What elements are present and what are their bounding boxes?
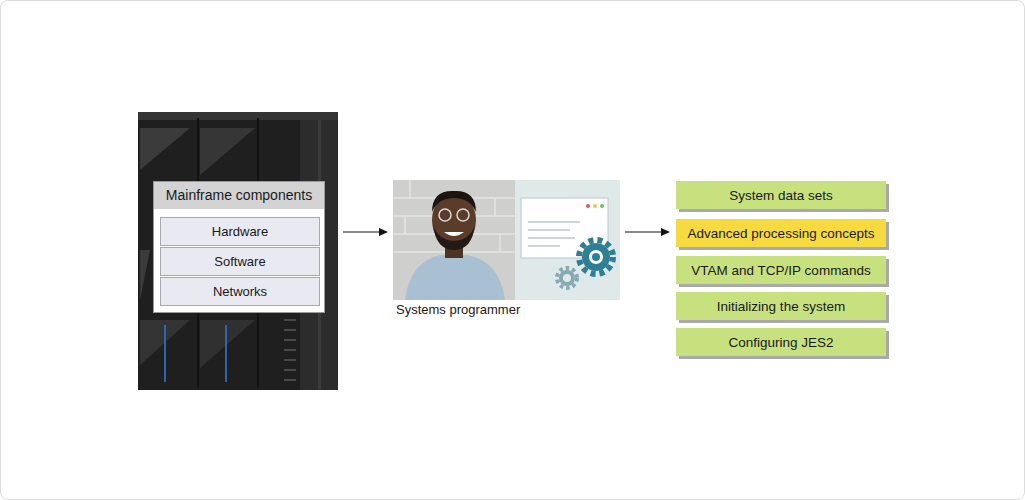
topic-box: System data sets: [676, 181, 886, 209]
arrow-head: [379, 228, 388, 236]
window-dot: [593, 204, 597, 208]
box-label: Hardware: [212, 224, 268, 239]
window-dot: [600, 204, 604, 208]
window-line: [528, 245, 560, 247]
shirt: [405, 255, 505, 300]
window-line: [528, 221, 580, 223]
brick-line: [499, 234, 501, 252]
smile: [444, 232, 464, 236]
cabinet-top: [138, 112, 338, 120]
arrow-head: [661, 228, 670, 236]
topic-box: VTAM and TCP/IP commands: [676, 256, 886, 284]
door-facet: [140, 250, 150, 300]
arrow-line: [625, 231, 662, 232]
window-dot: [586, 204, 590, 208]
topic-box: Initializing the system: [676, 292, 886, 320]
icon-background: [515, 180, 620, 300]
status-led: [164, 325, 166, 382]
box-label: Software: [214, 254, 265, 269]
topic-box: Configuring JES2: [676, 328, 886, 356]
role-caption: Systems programmer: [396, 302, 520, 317]
beard: [433, 225, 475, 250]
mainframe-cabinet: [138, 112, 338, 390]
window-line: [528, 229, 570, 231]
arrow-line: [343, 231, 380, 232]
box-label: Initializing the system: [717, 299, 845, 314]
box-label: Networks: [213, 284, 267, 299]
config-icon: [515, 180, 620, 300]
brick-lines: [393, 180, 515, 252]
logo-stripe: [284, 359, 296, 361]
gear: [582, 243, 610, 271]
door-facet: [140, 128, 190, 170]
gear-hole: [563, 274, 571, 282]
brick-line: [404, 216, 406, 234]
topic-box-highlighted: Advanced processing concepts: [676, 219, 886, 247]
component-box: Hardware: [160, 217, 320, 246]
logo-stripes: [284, 320, 296, 380]
logo-stripe: [284, 349, 296, 351]
window-line: [528, 237, 575, 239]
glasses: [457, 209, 469, 221]
logo-stripe: [284, 379, 296, 381]
gear-teeth: [579, 240, 613, 274]
brick-line: [409, 180, 411, 198]
component-box: Networks: [160, 277, 320, 306]
glasses: [439, 209, 451, 221]
role-node: Systems programmer: [393, 180, 620, 300]
gear-teeth: [557, 268, 577, 288]
logo-stripe: [284, 369, 296, 371]
cabinet-body: [138, 112, 338, 390]
box-label: System data sets: [729, 188, 833, 203]
gear: [559, 270, 575, 286]
logo-stripe: [284, 319, 296, 321]
status-led: [225, 325, 227, 382]
brick-line: [494, 198, 496, 216]
box-label: VTAM and TCP/IP commands: [691, 263, 870, 278]
logo-stripe: [284, 339, 296, 341]
gear-hole: [589, 250, 603, 264]
gear-hub: [592, 253, 600, 261]
door-facet: [200, 128, 255, 175]
box-label: Advanced processing concepts: [688, 226, 875, 241]
panel-heading: Mainframe components: [154, 182, 324, 209]
programmer-photo: [393, 180, 515, 300]
component-panel: Mainframe componentsHardwareSoftwareNetw…: [153, 181, 325, 313]
component-box: Software: [160, 247, 320, 276]
flow-arrow: [343, 228, 388, 236]
box-label: Configuring JES2: [728, 335, 833, 350]
logo-stripe: [284, 329, 296, 331]
brick-wall: [393, 180, 515, 300]
flow-arrow: [625, 228, 670, 236]
hair: [432, 191, 476, 212]
door-facet: [200, 320, 255, 368]
